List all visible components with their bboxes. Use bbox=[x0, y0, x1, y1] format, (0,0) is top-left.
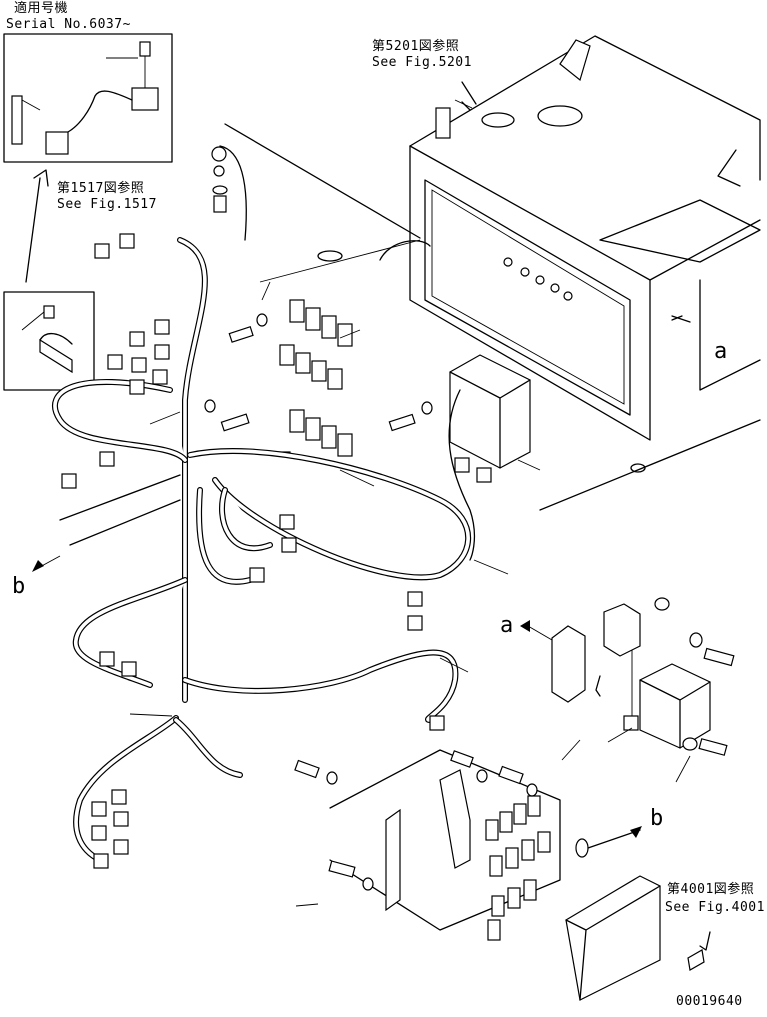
ref-5201-en-label: See Fig.5201 bbox=[372, 55, 472, 70]
bottom-relay-bracket bbox=[294, 749, 705, 1001]
inset-serial-detail bbox=[3, 33, 173, 163]
controller-box-frame bbox=[409, 35, 761, 441]
applicable-model-label: 適用号機 bbox=[14, 0, 68, 16]
ref-1517-jp-label: 第1517図参照 bbox=[57, 180, 144, 196]
detail-view-a bbox=[551, 597, 735, 756]
controller-unit bbox=[449, 354, 531, 469]
ref-1517-en-label: See Fig.1517 bbox=[57, 197, 157, 212]
drawing-number: 00019640 bbox=[676, 994, 743, 1009]
view-a-label-detail: a bbox=[500, 613, 513, 638]
ref-5201-jp-label: 第5201図参照 bbox=[372, 38, 459, 54]
bolt-stack bbox=[211, 146, 228, 213]
serial-number-label: Serial No.6037~ bbox=[6, 17, 131, 32]
inset-connector-detail bbox=[3, 291, 95, 391]
main-wiring-harness bbox=[52, 145, 476, 863]
view-b-label-bottom: b bbox=[650, 806, 663, 831]
view-a-label-top: a bbox=[714, 339, 727, 364]
connectors bbox=[61, 233, 492, 869]
floor-plate bbox=[224, 123, 761, 511]
ref-4001-jp-label: 第4001図参照 bbox=[667, 881, 754, 897]
ref-4001-en-label: See Fig.4001 bbox=[665, 900, 765, 915]
arrow-to-fig-1517 bbox=[25, 169, 49, 283]
bolts-washers bbox=[204, 313, 433, 432]
view-b-label-left: b bbox=[12, 574, 25, 599]
relay-bank-upper bbox=[279, 299, 353, 390]
leader-lines bbox=[32, 101, 711, 951]
